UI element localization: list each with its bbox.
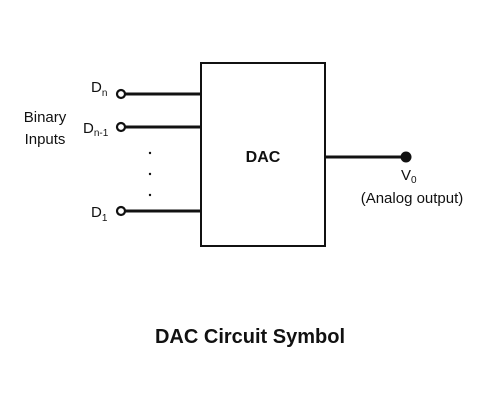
dac-block xyxy=(200,62,326,247)
diagram-caption: DAC Circuit Symbol xyxy=(154,326,346,348)
output-label: V0 xyxy=(401,167,417,186)
input-terminal-dn-1 xyxy=(115,121,127,133)
input-terminal-d1 xyxy=(115,205,127,217)
input-label-d1: D1 xyxy=(91,204,108,224)
input-label-dn: Dn xyxy=(91,79,107,99)
binary-inputs-label-line2: Inputs xyxy=(25,131,66,148)
output-description: (Analog output) xyxy=(361,190,464,207)
ellipsis-dots xyxy=(148,151,152,197)
binary-inputs-label-line1: Binary xyxy=(24,109,67,126)
dac-block-label: DAC xyxy=(246,149,281,166)
input-label-dn-1: Dn-1 xyxy=(83,120,109,139)
input-terminal-dn xyxy=(115,88,127,100)
output-terminal xyxy=(400,151,412,163)
